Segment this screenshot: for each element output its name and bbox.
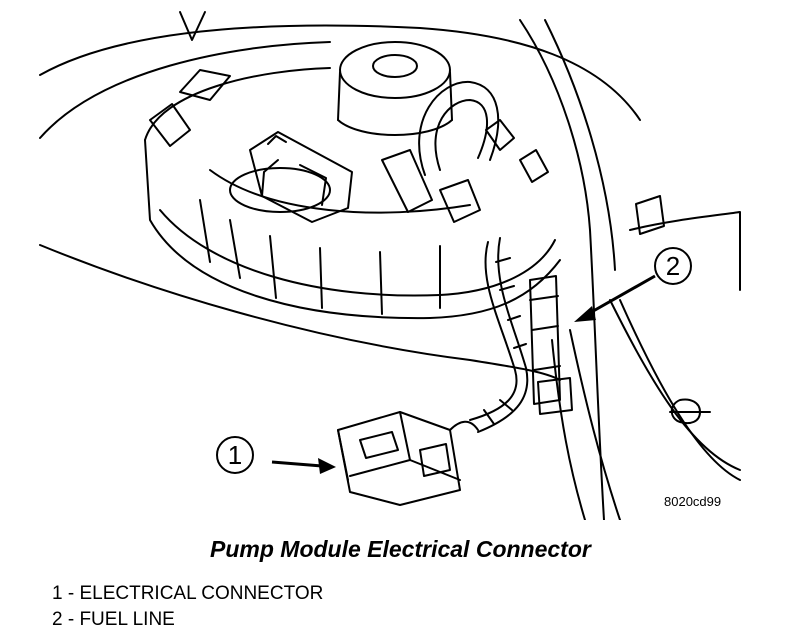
callout-1-arrow	[271, 460, 323, 468]
callout-2-number: 2	[666, 251, 680, 281]
callout-1-number: 1	[228, 440, 242, 470]
legend-item-electrical-connector: 1 - ELECTRICAL CONNECTOR	[52, 583, 324, 604]
figure-caption: Pump Module Electrical Connector	[210, 536, 591, 562]
wire-harness	[469, 237, 529, 433]
fuel-tank-outline	[39, 11, 741, 520]
callout-2: 2	[574, 247, 692, 322]
figure-id: 8020cd99	[664, 494, 721, 509]
legend-item-fuel-line: 2 - FUEL LINE	[52, 609, 175, 630]
callout-2-arrow	[587, 274, 656, 316]
module-connector	[229, 131, 353, 223]
callout-1-circle	[216, 436, 254, 474]
callout-1: 1	[216, 436, 336, 474]
fuel-line-fitting	[529, 275, 573, 415]
pump-module-ring	[144, 67, 561, 320]
pump-module-illustration: 1 2 8020cd99	[39, 11, 741, 520]
fuel-line-loop	[381, 80, 500, 223]
pump-module-cap	[337, 41, 453, 136]
callout-2-circle	[654, 247, 692, 285]
electrical-connector-drawing	[337, 411, 479, 506]
